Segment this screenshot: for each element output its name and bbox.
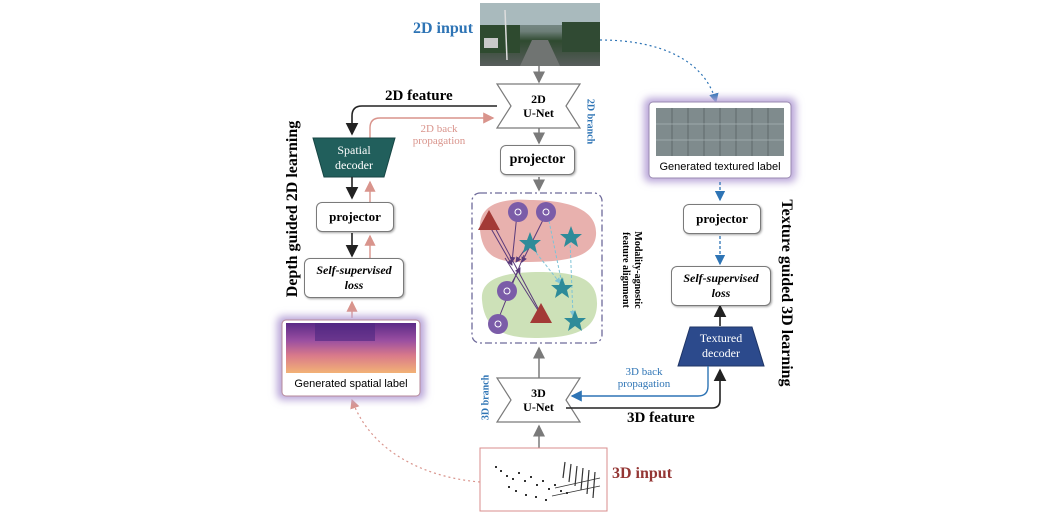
loss-left: Self-supervised loss: [304, 258, 404, 298]
input-2d-label: 2D input: [413, 20, 474, 37]
bp-3d-line1: 3D back: [625, 366, 663, 378]
spatial-decoder-line2: decoder: [335, 158, 373, 172]
bp-3d-line2: propagation: [617, 378, 671, 390]
left-side-title: Depth guided 2D learning: [284, 120, 301, 298]
feature-3d-label: 3D feature: [627, 410, 695, 426]
bp-3d-label: 3D back propagation: [605, 366, 683, 390]
loss-right: Self-supervised loss: [671, 266, 771, 306]
arrow-2dinput-to-textured-label: [599, 39, 719, 104]
bp-2d-line2: propagation: [412, 135, 466, 147]
arrow-3d-back-propagation: [570, 366, 709, 402]
unet-3d-shape: [495, 377, 582, 423]
bp-2d-line1: 2D back: [420, 123, 458, 135]
unet-2d-label: 2D U-Net: [499, 92, 578, 120]
red-triangles: [478, 210, 552, 323]
alignment-line2: feature alignment: [620, 232, 631, 308]
arrow-3dinput-to-spatial-label: [350, 398, 481, 483]
purple-nodes: [488, 202, 556, 334]
textured-decoder-label: Textured decoder: [678, 331, 764, 361]
unet-3d-label: 3D U-Net: [499, 386, 578, 414]
right-side-title: Texture guided 3D learning: [778, 199, 795, 387]
textured-label-caption: Generated textured label: [659, 161, 781, 173]
input-3d-label: 3D input: [612, 465, 673, 482]
textured-decoder-shape: [677, 326, 765, 367]
loss-left-line2: loss: [344, 278, 364, 292]
teal-stars: [519, 226, 586, 331]
unet-3d-line2: U-Net: [523, 400, 554, 414]
textured-decoder-line1: Textured: [699, 331, 743, 345]
spatial-decoder-label: Spatial decoder: [313, 143, 395, 173]
bp-2d-label: 2D back propagation: [400, 123, 478, 147]
spatial-label-caption: Generated spatial label: [294, 378, 408, 390]
unet-2d-line1: 2D: [531, 92, 546, 106]
spatial-decoder-shape: [312, 137, 396, 178]
2d-input-image: [480, 3, 600, 66]
textured-label-image: [656, 108, 784, 156]
branch-2d-label: 2D branch: [584, 98, 596, 145]
textured-decoder-line2: decoder: [702, 346, 740, 360]
loss-left-line1: Self-supervised: [316, 263, 392, 277]
arrow-2d-back-propagation: [369, 112, 495, 176]
arrow-3d-feature: [566, 368, 727, 409]
unet-3d-line1: 3D: [531, 386, 546, 400]
projector-right: projector: [683, 204, 761, 234]
3d-input-pointcloud: [479, 447, 608, 512]
unet-2d-shape: [495, 83, 582, 129]
loss-right-line2: loss: [711, 286, 731, 300]
projector-center: projector: [500, 145, 575, 175]
arrow-2d-feature: [345, 105, 497, 136]
branch-3d-label: 3D branch: [480, 374, 492, 421]
spatial-decoder-line1: Spatial: [337, 143, 371, 157]
loss-right-line1: Self-supervised: [683, 271, 759, 285]
alignment-line1: Modality-agnostic: [632, 231, 643, 309]
alignment-label: Modality-agnostic feature alignment: [619, 215, 643, 325]
unet-2d-line2: U-Net: [523, 106, 554, 120]
projector-left: projector: [316, 202, 394, 232]
feature-2d-label: 2D feature: [385, 88, 453, 104]
